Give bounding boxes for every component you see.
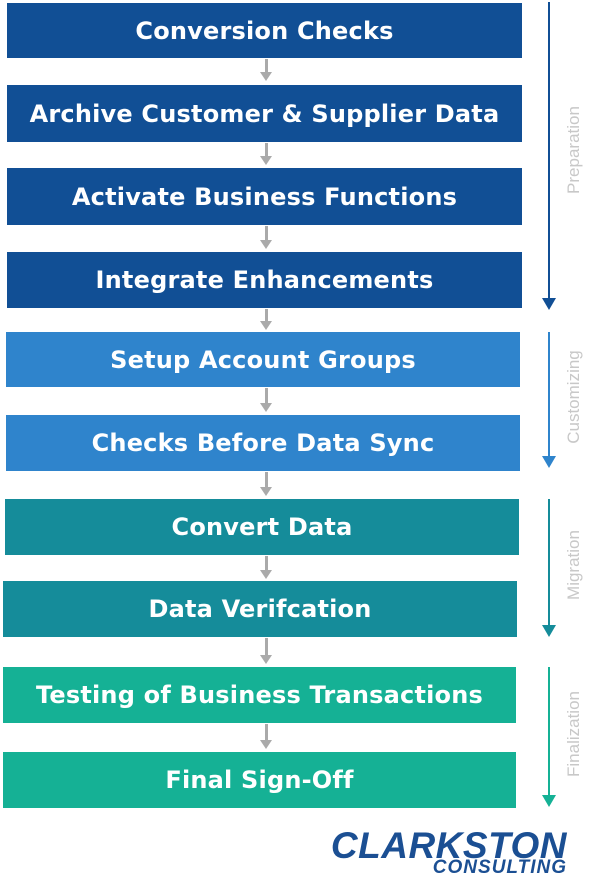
phase-label-preparation: Preparation xyxy=(564,106,583,194)
clarkston-consulting-logo: CLARKSTON CONSULTING xyxy=(279,826,579,878)
connector-arrow xyxy=(260,143,272,165)
step-label: Final Sign-Off xyxy=(165,766,354,794)
step-label: Integrate Enhancements xyxy=(95,266,434,294)
step-label: Archive Customer & Supplier Data xyxy=(29,99,500,128)
step-label: Checks Before Data Sync xyxy=(91,429,435,457)
connector-arrow xyxy=(260,556,272,579)
phase-label-migration: Migration xyxy=(564,530,583,600)
step-label: Convert Data xyxy=(171,513,353,541)
connector-arrow xyxy=(260,226,272,249)
step-label: Activate Business Functions xyxy=(71,182,458,211)
connector-arrow xyxy=(260,638,272,664)
step-label: Setup Account Groups xyxy=(110,345,416,374)
step-setup-account-groups: Setup Account Groups xyxy=(6,332,520,387)
logo-wordmark: CLARKSTON xyxy=(330,825,567,866)
phase-arrowhead-finalization xyxy=(542,795,556,807)
phase-label-finalization: Finalization xyxy=(564,691,583,777)
phase-label-customizing: Customizing xyxy=(564,350,583,444)
step-convert-data: Convert Data xyxy=(5,499,519,555)
phase-arrowhead-migration xyxy=(542,625,556,637)
connector-arrow xyxy=(260,388,272,412)
step-final-sign-off: Final Sign-Off xyxy=(3,752,516,808)
step-testing-business-transactions: Testing of Business Transactions xyxy=(3,667,516,723)
step-conversion-checks: Conversion Checks xyxy=(7,3,522,58)
logo-subtitle: CONSULTING xyxy=(432,857,567,878)
step-label: Conversion Checks xyxy=(135,16,394,45)
step-integrate-enhancements: Integrate Enhancements xyxy=(7,252,522,308)
phase-arrow-preparation xyxy=(548,2,550,300)
connector-arrow xyxy=(260,309,272,330)
step-data-verification: Data Verifcation xyxy=(3,581,517,637)
phase-arrowhead-preparation xyxy=(542,298,556,310)
connector-arrow xyxy=(260,59,272,81)
phase-arrow-migration xyxy=(548,499,550,627)
step-label: Data Verifcation xyxy=(148,595,372,623)
connector-arrow xyxy=(260,724,272,749)
phase-arrowhead-customizing xyxy=(542,456,556,468)
step-checks-before-sync: Checks Before Data Sync xyxy=(6,415,520,471)
step-activate-business-functions: Activate Business Functions xyxy=(7,168,522,225)
step-label: Testing of Business Transactions xyxy=(35,681,484,709)
step-archive-data: Archive Customer & Supplier Data xyxy=(7,85,522,142)
phase-arrow-finalization xyxy=(548,667,550,797)
connector-arrow xyxy=(260,472,272,496)
phase-arrow-customizing xyxy=(548,332,550,458)
